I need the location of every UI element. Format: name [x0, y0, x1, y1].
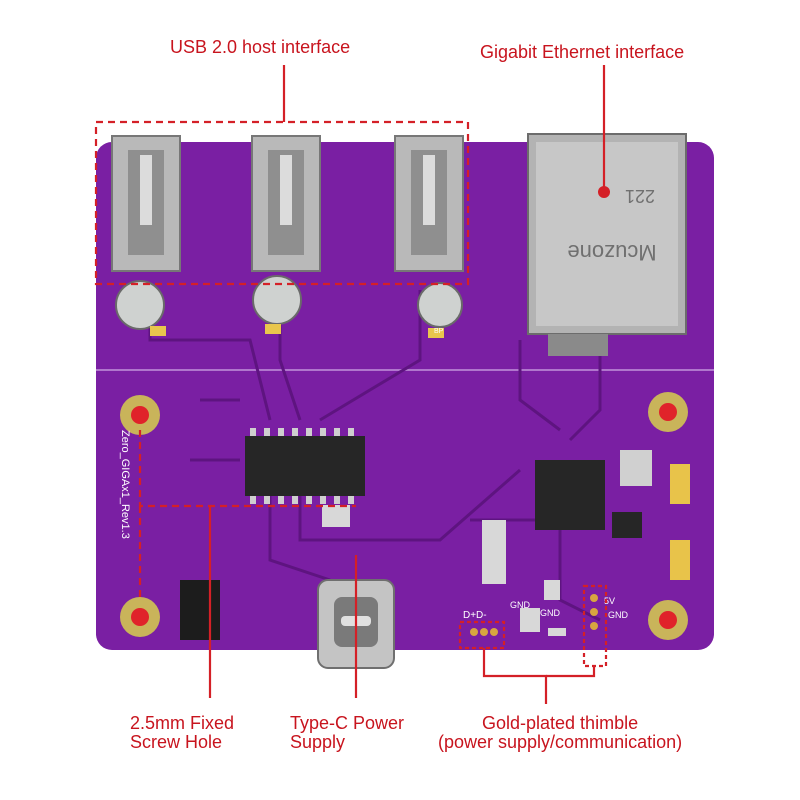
thimble-callout-left	[482, 648, 548, 704]
gold-pins	[470, 594, 598, 636]
usb-callout-box	[94, 120, 470, 286]
pins-box-left	[458, 620, 506, 650]
ethernet-callout-dot	[598, 186, 610, 198]
typec-label: Type-C Power Supply	[290, 713, 405, 752]
rj45-code: 221	[625, 186, 655, 206]
board-name-label: Zero_GIGAx1_Rev1.3	[119, 430, 131, 539]
usb-port-2	[251, 135, 321, 272]
screw-hole-label: 2.5mm Fixed Screw Hole	[130, 713, 235, 752]
chips	[180, 428, 690, 640]
usb-port-1	[111, 135, 181, 272]
usb-ports	[111, 135, 464, 272]
gnd-label-left: GND	[510, 600, 531, 610]
thimble-callout-right	[546, 666, 596, 678]
thimble-label: Gold-plated thimble (power supply/commun…	[438, 713, 683, 752]
usb-port-3	[394, 135, 464, 272]
gnd-label-right: GND	[608, 610, 629, 620]
callouts	[94, 65, 608, 704]
rj45-brand: Mcuzone	[567, 240, 656, 265]
silkscreen: Zero_GIGAx1_Rev1.3 D+D- GND GND 5V GND	[119, 430, 629, 621]
usb-pin-label: D+D-	[463, 610, 487, 621]
five-v-label: 5V	[604, 596, 615, 606]
ethernet-jack	[527, 133, 687, 356]
ethernet-label: Gigabit Ethernet interface	[480, 42, 685, 62]
mounting-holes	[120, 392, 688, 640]
cap-mark: BP	[434, 328, 444, 335]
capacitors	[115, 275, 463, 338]
gnd-label-mid: GND	[540, 608, 561, 618]
usb-label: USB 2.0 host interface	[170, 37, 351, 57]
